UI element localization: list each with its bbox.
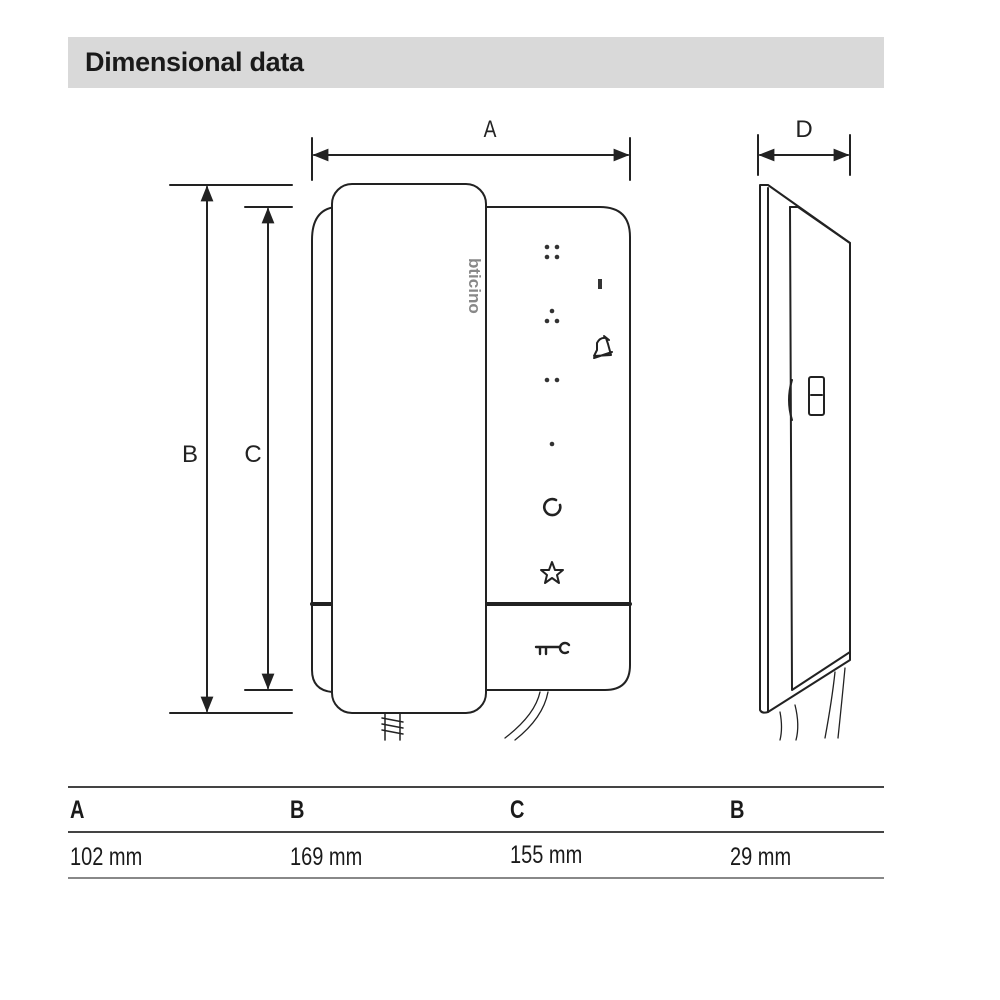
button-4-dots-icon [544,244,560,260]
section-title: Dimensional data [85,47,304,77]
table-top-rule [68,786,884,788]
column-header: B [290,796,305,824]
brand-logo: bticino [465,258,484,314]
label-d: D [795,116,812,143]
table-header-rule [68,831,884,833]
dimension-d: D [757,116,851,176]
button-2-dots-icon [544,377,560,383]
intercom-front-view: bticino [310,183,632,741]
button-1-dot-icon [549,441,555,447]
dimension-c: C [244,206,293,691]
label-a: A [484,115,497,143]
table-cell: 155 mm [510,841,583,869]
intercom-side-view [759,184,851,741]
column-header: B [730,796,745,824]
column-header: C [510,796,525,824]
handset [331,183,487,714]
dimension-a: A [311,115,631,181]
table-cell: 169 mm [290,843,363,871]
star-icon [540,561,564,584]
dimension-diagram: A B C D bticino [169,115,851,741]
table-bottom-rule [68,877,884,879]
bell-mute-icon [593,335,613,359]
handset-cord [381,712,404,741]
key-icon [534,641,571,656]
label-b: B [182,441,198,468]
cable [504,691,549,741]
section-header: Dimensional data [68,37,884,88]
led-indicator-icon [598,279,602,289]
label-c: C [244,441,261,468]
column-header: A [70,796,85,824]
circle-button-icon [542,497,562,517]
table-cell: 29 mm [730,843,792,871]
button-3-dots-icon [544,308,560,324]
dimension-b: B [169,184,293,714]
table-cell: 102 mm [70,843,143,871]
